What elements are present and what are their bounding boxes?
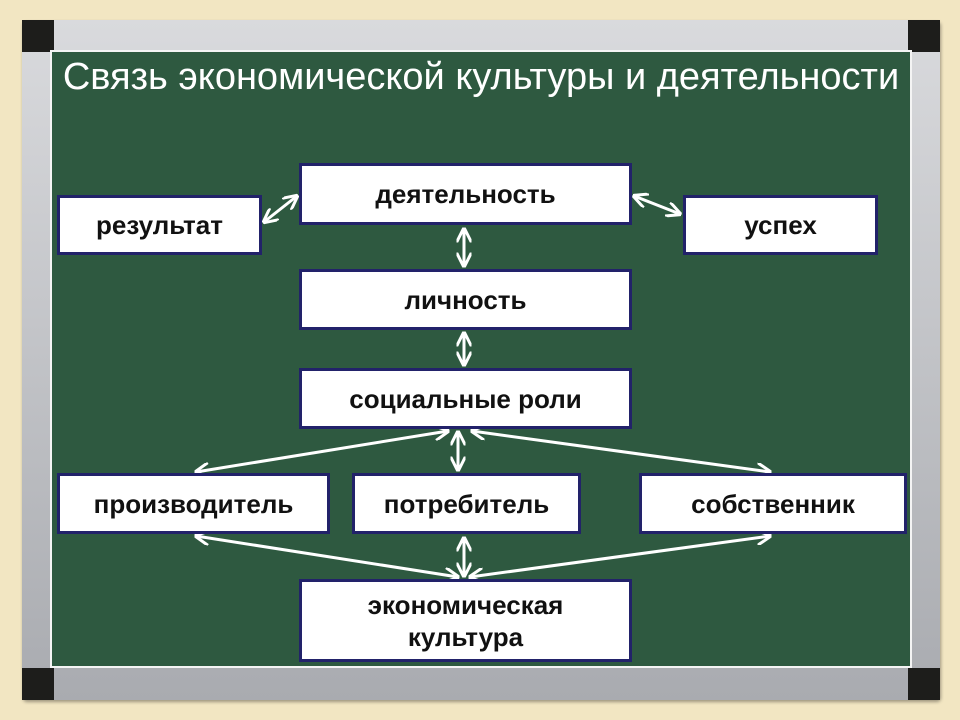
frame-corner — [22, 668, 54, 700]
node-success: успех — [683, 195, 878, 255]
arrow-result-activity — [264, 196, 297, 222]
arrow-producer-culture — [196, 536, 458, 577]
arrow-roles-producer — [196, 431, 448, 472]
node-consumer: потребитель — [352, 473, 581, 534]
node-producer: производитель — [57, 473, 330, 534]
frame-corner — [22, 20, 54, 52]
arrow-owner-culture — [470, 536, 770, 577]
frame-corner — [908, 668, 940, 700]
slide-title: Связь экономической культуры и деятельно… — [62, 56, 900, 98]
node-activity: деятельность — [299, 163, 632, 225]
node-result: результат — [57, 195, 262, 255]
arrow-roles-owner — [472, 431, 770, 472]
node-economic-culture: экономическая культура — [299, 579, 632, 662]
arrow-activity-success — [634, 196, 680, 214]
node-personality: личность — [299, 269, 632, 330]
node-social-roles: социальные роли — [299, 368, 632, 429]
node-owner: собственник — [639, 473, 907, 534]
frame-corner — [908, 20, 940, 52]
